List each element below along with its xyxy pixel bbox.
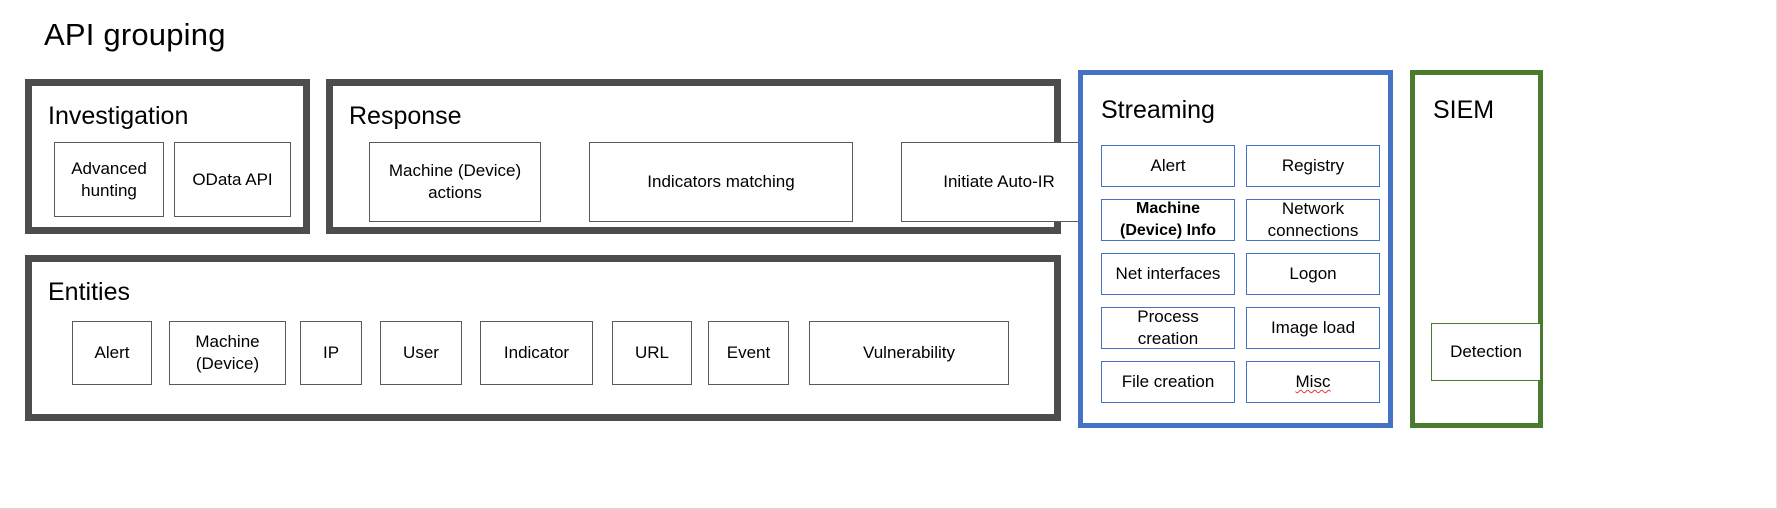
group-streaming-title: Streaming [1101, 96, 1215, 124]
box-label: Registry [1281, 156, 1345, 175]
box-siem-detection[interactable]: Detection [1431, 323, 1541, 381]
box-stream-process-creation[interactable]: Process creation [1101, 307, 1235, 349]
box-label: Event [726, 343, 771, 362]
box-stream-net-interfaces[interactable]: Net interfaces [1101, 253, 1235, 295]
box-stream-logon[interactable]: Logon [1246, 253, 1380, 295]
box-entity-event[interactable]: Event [708, 321, 789, 385]
box-label: Image load [1270, 318, 1356, 337]
box-odata-api[interactable]: OData API [174, 142, 291, 217]
box-entity-url[interactable]: URL [612, 321, 692, 385]
box-label: Process creation [1137, 307, 1199, 348]
box-label: Machine (Device) Info [1119, 200, 1216, 239]
box-label: Detection [1450, 342, 1522, 361]
box-label: Machine (Device) [195, 332, 260, 373]
box-label: OData API [192, 169, 273, 189]
box-stream-image-load[interactable]: Image load [1246, 307, 1380, 349]
group-investigation-title: Investigation [48, 102, 189, 130]
box-label: Net interfaces [1115, 264, 1221, 283]
group-response-title: Response [349, 102, 462, 130]
box-label: Alert [1150, 156, 1186, 175]
box-label: Logon [1289, 264, 1337, 283]
box-stream-file-creation[interactable]: File creation [1101, 361, 1235, 403]
group-response[interactable]: Response Machine (Device) actions Indica… [326, 79, 1097, 234]
page-title: API grouping [44, 17, 226, 52]
group-siem-title: SIEM [1433, 96, 1495, 124]
box-initiate-auto-ir[interactable]: Initiate Auto-IR [901, 142, 1097, 222]
box-entity-ip[interactable]: IP [300, 321, 362, 385]
box-label: URL [634, 343, 669, 362]
box-entity-machine-device[interactable]: Machine (Device) [169, 321, 286, 385]
box-label: Advanced hunting [71, 158, 147, 200]
box-stream-alert[interactable]: Alert [1101, 145, 1235, 187]
box-label: Machine (Device) actions [388, 161, 522, 202]
group-investigation[interactable]: Investigation Advanced hunting OData API [25, 79, 310, 234]
box-stream-network-connections[interactable]: Network connections [1246, 199, 1380, 241]
box-indicators-matching[interactable]: Indicators matching [589, 142, 853, 222]
box-label: Indicators matching [647, 172, 795, 191]
box-machine-device-actions[interactable]: Machine (Device) actions [369, 142, 541, 222]
group-streaming[interactable]: Streaming Alert Machine (Device) Info Ne… [1078, 70, 1393, 428]
box-label: Misc [1295, 372, 1331, 391]
box-entity-user[interactable]: User [380, 321, 462, 385]
box-entity-vulnerability[interactable]: Vulnerability [809, 321, 1009, 385]
group-entities[interactable]: Entities Alert Machine (Device) IP User … [25, 255, 1061, 421]
box-label: IP [322, 343, 340, 362]
box-label: Alert [94, 343, 130, 362]
box-label: Initiate Auto-IR [943, 172, 1055, 191]
box-label: Network connections [1267, 199, 1359, 240]
box-label: File creation [1121, 372, 1215, 391]
box-entity-indicator[interactable]: Indicator [480, 321, 593, 385]
box-stream-machine-device-info[interactable]: Machine (Device) Info [1101, 199, 1235, 241]
box-label: User [403, 343, 439, 362]
group-siem[interactable]: SIEM Detection [1410, 70, 1543, 428]
box-entity-alert[interactable]: Alert [72, 321, 152, 385]
box-label: Indicator [503, 343, 570, 362]
box-label: Vulnerability [863, 343, 955, 362]
group-entities-title: Entities [48, 278, 130, 306]
box-stream-misc[interactable]: Misc [1246, 361, 1380, 403]
box-stream-registry[interactable]: Registry [1246, 145, 1380, 187]
box-advanced-hunting[interactable]: Advanced hunting [54, 142, 164, 217]
